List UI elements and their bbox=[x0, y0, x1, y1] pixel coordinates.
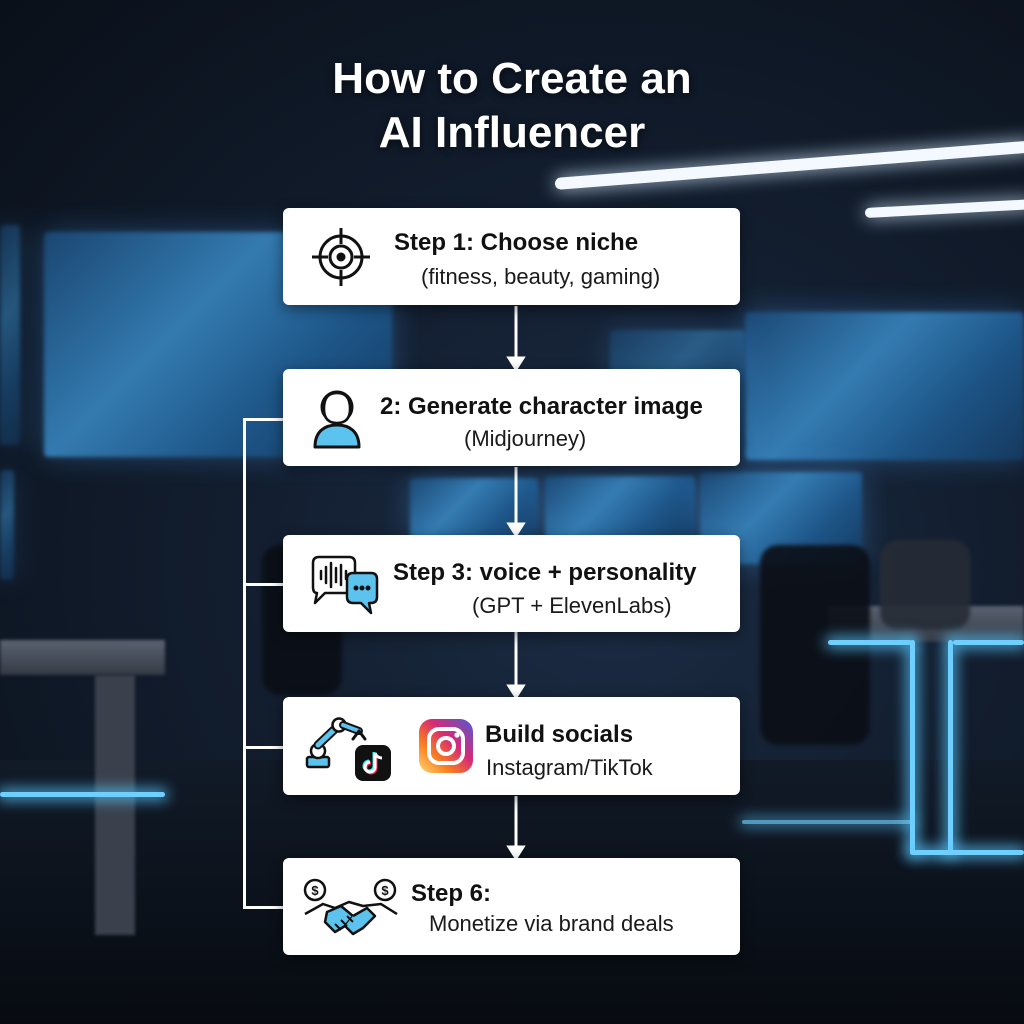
voice-chat-icon bbox=[311, 555, 379, 615]
step-5-title: Step 6: bbox=[411, 880, 492, 907]
bracket-branch-line bbox=[243, 746, 284, 749]
step-4-title: Build socials bbox=[485, 721, 634, 748]
handshake-money-icon: $ $ bbox=[303, 878, 398, 936]
arrow-head bbox=[506, 845, 526, 861]
step-2-title: 2: Generate character image bbox=[380, 393, 703, 420]
arrow-head bbox=[506, 522, 526, 538]
step-3-subtitle: (GPT + ElevenLabs) bbox=[472, 593, 672, 618]
step-box-3: Step 3: voice + personality (GPT + Eleve… bbox=[283, 535, 740, 632]
page-title: How to Create an AI Influencer bbox=[0, 52, 1024, 160]
target-icon bbox=[312, 228, 370, 286]
bracket-vertical-line bbox=[243, 418, 246, 908]
svg-text:$: $ bbox=[381, 883, 389, 898]
step-box-5: $ $ Step 6: Monetize via brand deals bbox=[283, 858, 740, 955]
step-4-subtitle: Instagram/TikTok bbox=[486, 755, 653, 780]
arrow-head bbox=[506, 356, 526, 372]
step-2-subtitle: (Midjourney) bbox=[464, 426, 587, 451]
step-box-2: 2: Generate character image (Midjourney) bbox=[283, 369, 740, 466]
arrow-head bbox=[506, 684, 526, 700]
step-3-title: Step 3: voice + personality bbox=[393, 559, 697, 586]
step-box-1: Step 1: Choose niche (fitness, beauty, g… bbox=[283, 208, 740, 305]
step-1-title: Step 1: Choose niche bbox=[394, 229, 639, 256]
instagram-icon bbox=[419, 719, 473, 773]
title-line-2: AI Influencer bbox=[378, 108, 646, 157]
bracket-branch-line bbox=[243, 583, 284, 586]
bracket-branch-line bbox=[243, 906, 284, 909]
step-1-subtitle: (fitness, beauty, gaming) bbox=[421, 264, 661, 289]
person-icon bbox=[313, 390, 361, 449]
bracket-branch-line bbox=[243, 418, 284, 421]
step-box-4: Build socials Instagram/TikTok bbox=[283, 697, 740, 795]
robot-arm-icon bbox=[305, 717, 367, 769]
step-5-subtitle: Monetize via brand deals bbox=[429, 911, 674, 936]
title-line-1: How to Create an bbox=[332, 54, 692, 103]
tiktok-icon bbox=[355, 745, 391, 781]
svg-text:$: $ bbox=[311, 883, 319, 898]
